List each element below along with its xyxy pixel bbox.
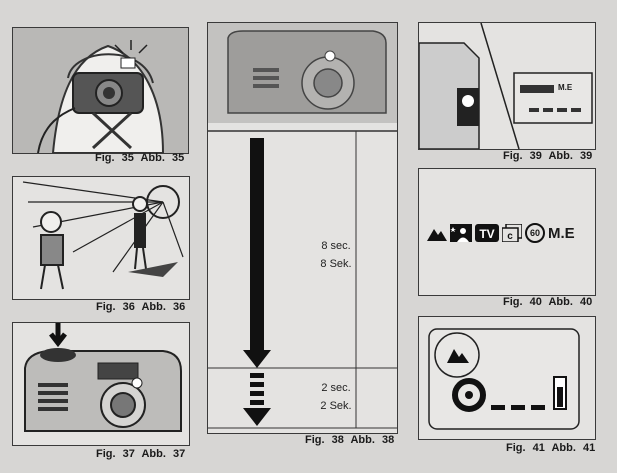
- fig38-short-interval: 2 sec. 2 Sek.: [306, 379, 366, 415]
- fig35-panel: [12, 27, 189, 154]
- fig41-caption: Fig. 41 Abb. 41: [506, 442, 596, 454]
- fig41-lcd-illustration: [428, 328, 580, 430]
- fig37-caption: Fig. 37 Abb. 37: [96, 448, 186, 460]
- landscape-mode-icon: [447, 349, 469, 363]
- fig37-panel: [12, 322, 190, 446]
- self-timer-icon: 60: [525, 223, 545, 243]
- fig38-caption: Fig. 38 Abb. 38: [305, 434, 395, 446]
- fig36-caption: Fig. 36 Abb. 36: [96, 301, 186, 313]
- close-up-icon: c: [502, 224, 522, 242]
- fig38-timer-diagram: [208, 23, 397, 429]
- fig39-lcd-text: M.E: [558, 83, 573, 92]
- fig38-long-de: 8 Sek.: [320, 258, 352, 270]
- night-portrait-icon: [450, 224, 472, 242]
- self-timer-value: 60: [529, 228, 540, 238]
- tv-mode-icon: TV: [475, 224, 499, 242]
- fig38-long-en: 8 sec.: [321, 240, 351, 252]
- fig38-short-de: 2 Sek.: [320, 400, 352, 412]
- fig39-lcd-illustration: [419, 23, 593, 149]
- fig39-panel: M.E: [418, 22, 596, 150]
- fig41-panel: [418, 316, 596, 440]
- svg-text:TV: TV: [479, 227, 494, 241]
- fig40-mode-row: TV c 60 M.E: [427, 219, 592, 247]
- fig35-caption: Fig. 35 Abb. 35: [95, 152, 185, 164]
- fig38-panel: 8 sec. 8 Sek. 2 sec. 2 Sek.: [207, 22, 398, 434]
- fig36-backlight-illustration: [22, 181, 184, 290]
- fig40-caption: Fig. 40 Abb. 40: [503, 296, 593, 308]
- svg-text:c: c: [507, 231, 513, 242]
- fig40-mode-text: M.E: [548, 224, 575, 242]
- landscape-mode-icon: [427, 229, 447, 241]
- fig36-panel: [12, 176, 190, 300]
- fig35-photographer-illustration: [37, 40, 165, 153]
- fig38-short-en: 2 sec.: [321, 382, 351, 394]
- fig37-camera-illustration: [24, 323, 182, 432]
- fig38-long-interval: 8 sec. 8 Sek.: [306, 237, 366, 273]
- fig39-caption: Fig. 39 Abb. 39: [503, 150, 593, 162]
- fig40-panel: TV c 60 M.E: [418, 168, 596, 296]
